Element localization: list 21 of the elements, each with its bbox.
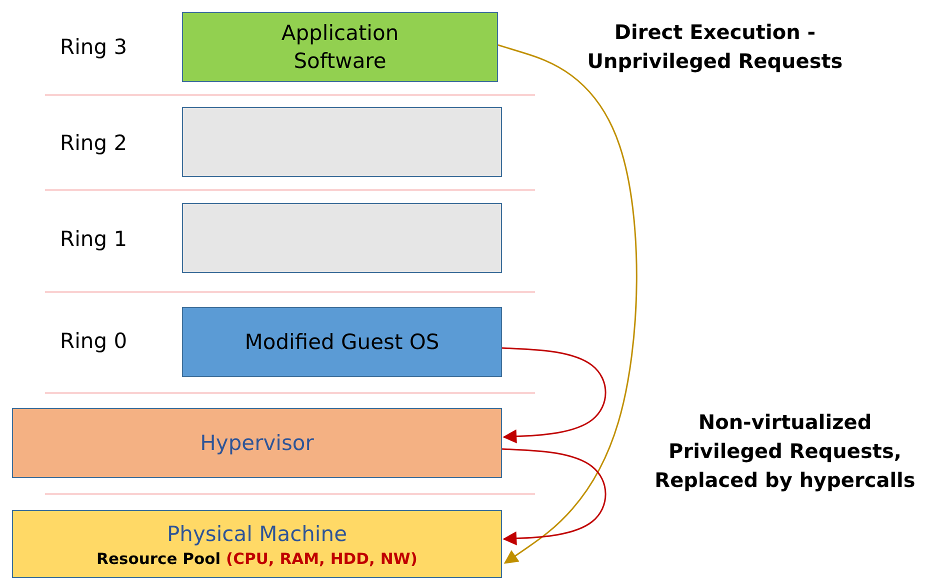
layer-box (12, 510, 502, 578)
resource-list: (CPU, RAM, HDD, NW) (226, 550, 418, 568)
empty-ring-box (182, 107, 502, 177)
empty-ring-box (182, 203, 502, 273)
box-title: Hypervisor (200, 430, 314, 457)
box-title: Physical Machine (166, 521, 347, 548)
ring-label: Ring 3 (60, 34, 128, 61)
curved-arrow (502, 347, 606, 444)
box-subtitle: Resource Pool (96, 550, 221, 568)
layer-box (12, 408, 502, 478)
box-title: Application Software (280, 20, 400, 75)
annotation-text: Non-virtualized Privileged Requests, Replaced by hypercalls (654, 409, 916, 494)
ring-label: Ring 1 (60, 226, 128, 253)
annotation-text: Direct Execution - Unprivileged Requests (586, 19, 844, 75)
curved-arrow (498, 44, 638, 564)
box-title: Modified Guest OS (244, 329, 440, 356)
application-box (182, 12, 498, 82)
ring-label: Ring 2 (60, 130, 128, 157)
ring-label: Ring 0 (60, 328, 128, 355)
curved-arrow (502, 448, 606, 546)
layer-box (182, 307, 502, 377)
